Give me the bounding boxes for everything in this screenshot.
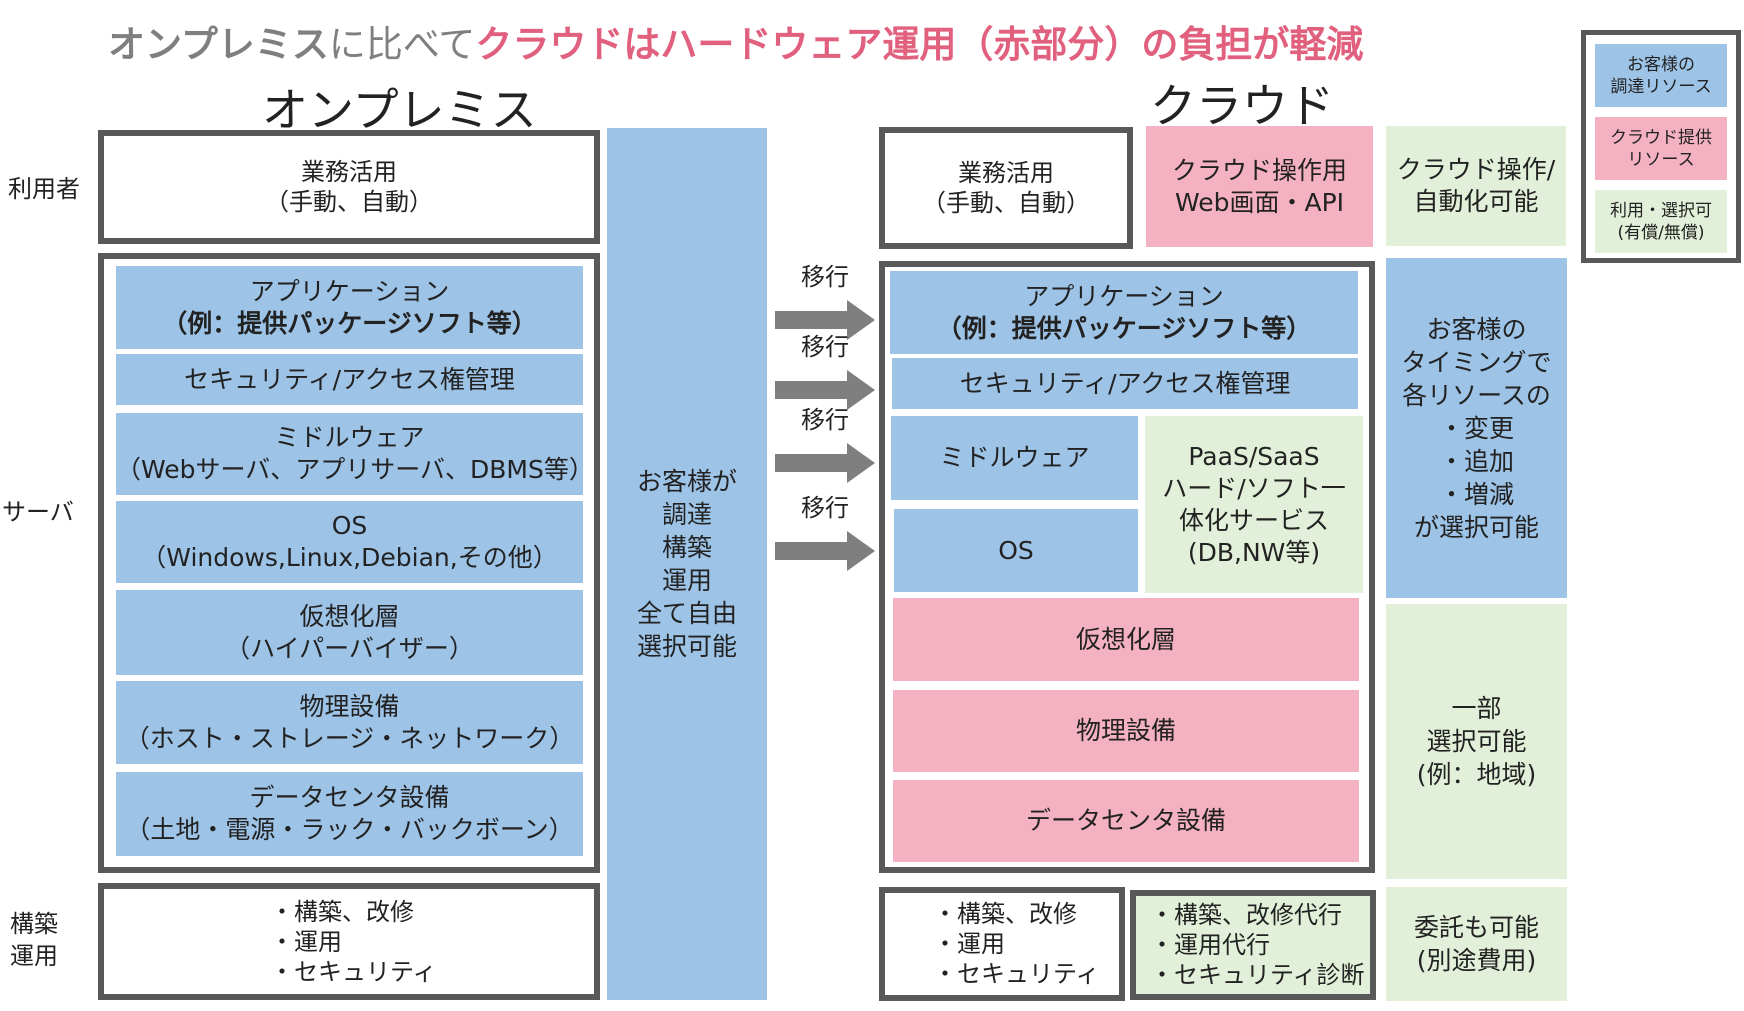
cloud-region-block: 一部選択可能(例：地域) <box>1386 604 1567 879</box>
cloud-app-block: アプリケーション（例：提供パッケージソフト等） <box>890 271 1358 354</box>
title-compare: に比べて <box>328 23 476 66</box>
migration-arrow-app: 移行 <box>775 262 875 340</box>
onprem-physical-block: 物理設備（ホスト・ストレージ・ネットワーク） <box>116 681 583 764</box>
cloud-security-block: セキュリティ/アクセス権管理 <box>892 358 1358 409</box>
onprem-middleware-block: ミドルウェア（Webサーバ、アプリサーバ、DBMS等） <box>116 413 594 495</box>
row-label-user: 利用者 <box>8 175 80 203</box>
cloud-operate-block: クラウド操作/自動化可能 <box>1386 126 1566 246</box>
arrow-right-icon <box>775 300 875 340</box>
cloud-datacenter-block: データセンタ設備 <box>893 780 1359 862</box>
legend-customer: お客様の調達リソース <box>1595 44 1727 107</box>
onprem-virtualization-block: 仮想化層（ハイパーバイザー） <box>116 590 583 675</box>
migration-arrow-os: 移行 <box>775 493 875 571</box>
legend-selectable: 利用・選択可(有償/無償) <box>1595 190 1727 253</box>
cloud-ops-agency-box: ・構築、改修代行・運用代行・セキュリティ診断 <box>1130 890 1376 1000</box>
migration-arrow-security: 移行 <box>775 332 875 410</box>
onprem-os-block: OS（Windows,Linux,Debian,その他） <box>116 501 583 583</box>
onprem-datacenter-block: データセンタ設備（土地・電源・ラック・バックボーン） <box>116 772 583 856</box>
cloud-ops-box: ・構築、改修・運用・セキュリティ <box>879 887 1125 1001</box>
row-label-server: サーバ <box>2 498 74 526</box>
cloud-virtualization-block: 仮想化層 <box>893 598 1359 681</box>
title-onprem: オンプレミス <box>108 23 329 66</box>
cloud-os-block: OS <box>894 509 1138 592</box>
cloud-outsource-block: 委託も可能(別途費用) <box>1386 887 1567 1001</box>
onprem-app-block: アプリケーション（例：提供パッケージソフト等） <box>116 266 583 349</box>
migration-arrow-middleware: 移行 <box>775 405 875 483</box>
arrow-right-icon <box>775 531 875 571</box>
arrow-right-icon <box>775 443 875 483</box>
title-cloud-burden: クラウドはハードウェア運用（赤部分）の負担が軽減 <box>475 23 1364 66</box>
cloud-ops-agency-list: ・構築、改修代行・運用代行・セキュリティ診断 <box>1150 901 1365 989</box>
onprem-customer-freedom-bar: お客様が調達構築運用全て自由選択可能 <box>607 128 767 1000</box>
onprem-heading: オンプレミス <box>262 83 537 137</box>
arrow-right-icon <box>775 370 875 410</box>
cloud-business-box: 業務活用（手動、自動） <box>879 127 1133 249</box>
cloud-timing-block: お客様のタイミングで各リソースの・変更・追加・増減が選択可能 <box>1386 258 1567 598</box>
page-title: オンプレミスに比べてクラウドはハードウェア運用（赤部分）の負担が軽減 <box>108 14 1363 68</box>
cloud-physical-block: 物理設備 <box>893 690 1359 772</box>
row-label-ops: 構築運用 <box>10 910 58 970</box>
cloud-heading: クラウド <box>1150 79 1334 133</box>
onprem-ops-list: ・構築、改修・運用・セキュリティ <box>270 897 437 986</box>
legend: お客様の調達リソース クラウド提供リソース 利用・選択可(有償/無償) <box>1581 30 1741 263</box>
cloud-ops-list: ・構築、改修・運用・セキュリティ <box>933 900 1100 988</box>
onprem-business-box: 業務活用（手動、自動） <box>98 130 600 244</box>
onprem-security-block: セキュリティ/アクセス権管理 <box>116 354 583 405</box>
onprem-ops-box: ・構築、改修・運用・セキュリティ <box>98 883 600 1000</box>
cloud-middleware-block: ミドルウェア <box>891 416 1138 500</box>
legend-cloud: クラウド提供リソース <box>1595 117 1727 180</box>
